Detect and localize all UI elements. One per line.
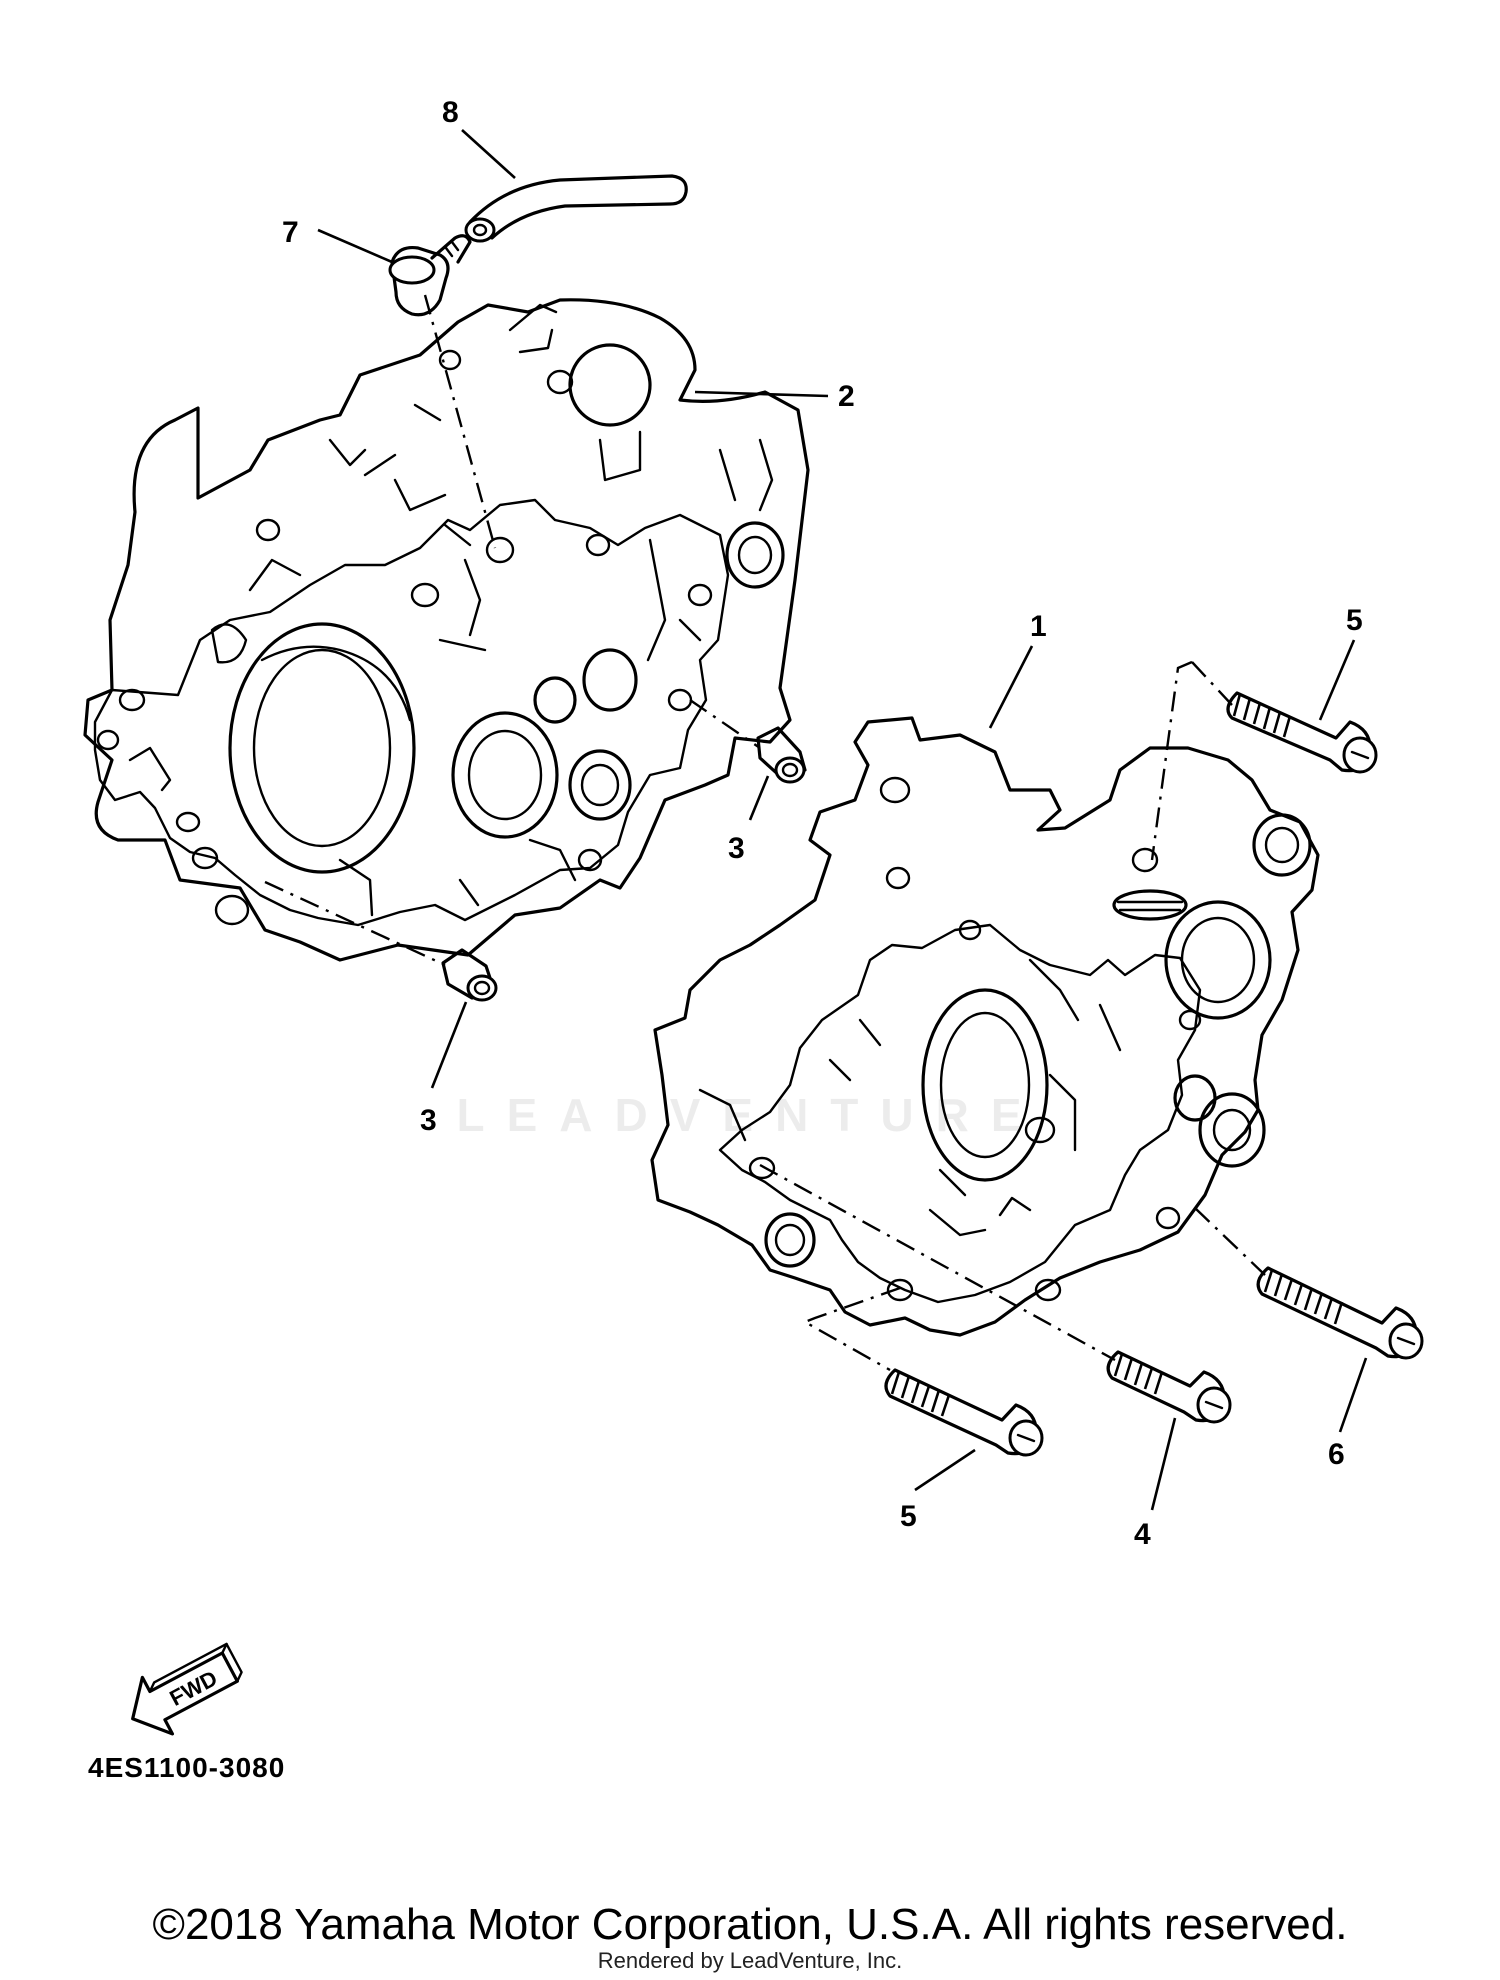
callout-5-upper: 5 [1346,604,1363,637]
leader-lines [317,129,1368,1511]
callout-3-lower: 3 [420,1104,437,1137]
callout-labels: 8 7 2 1 5 3 3 6 4 5 [282,96,1363,1551]
crankcase-left-part-2[interactable] [83,298,810,962]
bolt-part-5-lower[interactable] [884,1368,1044,1457]
callout-8: 8 [442,96,459,129]
callout-6: 6 [1328,1438,1345,1471]
bolt-part-6[interactable] [1256,1266,1424,1360]
callout-7: 7 [282,216,299,249]
callout-2: 2 [838,380,855,413]
callout-4: 4 [1134,1518,1151,1551]
callout-3-upper: 3 [728,832,745,865]
hose-fitting-part-7[interactable] [388,234,472,317]
rendered-by-notice: Rendered by LeadVenture, Inc. [597,1948,903,1973]
breather-hose-part-8[interactable] [464,174,688,243]
dowel-pin-part-3-upper[interactable] [756,726,807,784]
bolt-part-5-upper[interactable] [1226,691,1378,774]
crankcase-right-part-1[interactable] [650,716,1320,1337]
callout-1: 1 [1030,610,1047,643]
dowel-pin-part-3-lower[interactable] [441,948,498,1002]
bolt-part-4[interactable] [1106,1350,1232,1424]
callout-5-lower: 5 [900,1500,917,1533]
forward-arrow-icon: FWD [131,1642,243,1736]
diagram-code: 4ES1100-3080 [88,1752,286,1783]
copyright-notice: ©2018 Yamaha Motor Corporation, U.S.A. A… [152,1900,1348,1949]
assembly-lines [264,294,1266,1372]
